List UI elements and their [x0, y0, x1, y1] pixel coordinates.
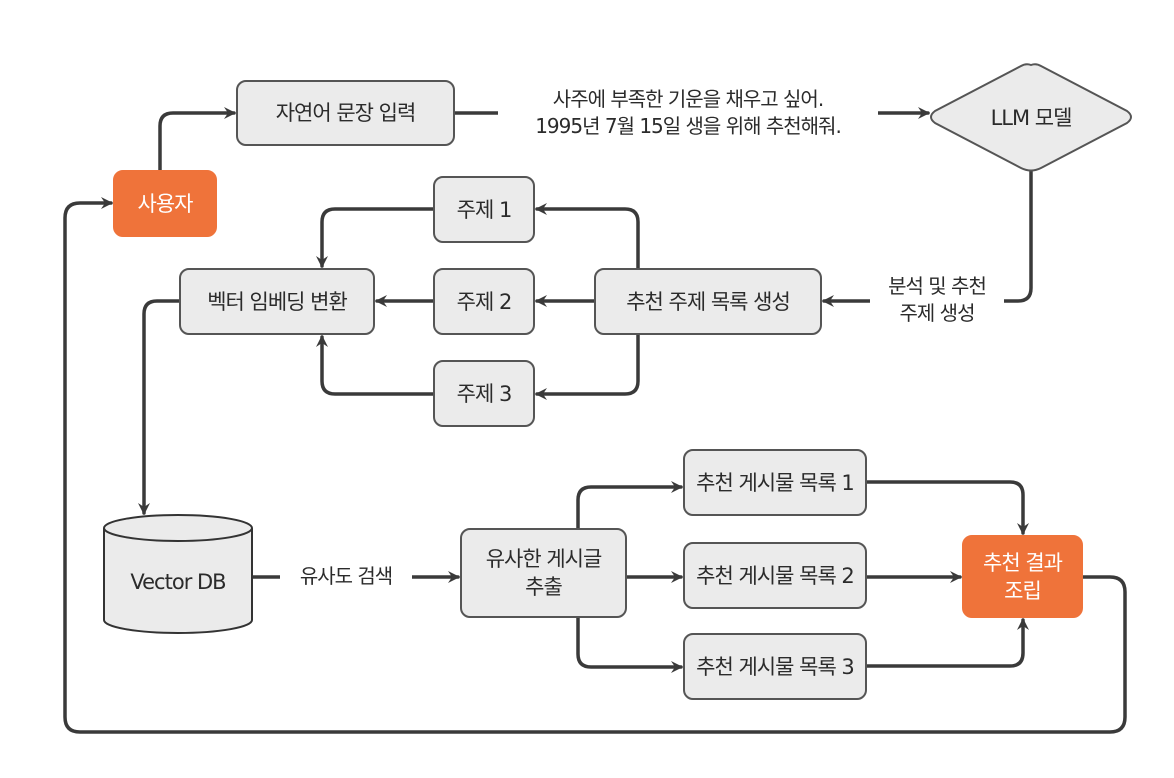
- extract-label-1: 유사한 게시글: [485, 547, 603, 571]
- similarity-edge-label: 유사도 검색: [280, 563, 412, 590]
- edge-user-to-input: [158, 107, 236, 172]
- edge-topic3-to-embed: [316, 335, 435, 396]
- topic-3-node: 주제 3: [433, 360, 535, 427]
- post-list-2-node: 추천 게시물 목록 2: [683, 542, 867, 609]
- vector-db-label: Vector DB: [130, 570, 226, 594]
- query-edge-label: 사주에 부족한 기운을 채우고 싶어. 1995년 7월 15일 생을 위해 추…: [498, 86, 878, 140]
- assemble-node: 추천 결과 조립: [962, 535, 1083, 618]
- user-label: 사용자: [137, 191, 194, 216]
- post-list-3-node: 추천 게시물 목록 3: [683, 633, 867, 700]
- analysis-edge-label: 분석 및 추천 주제 생성: [870, 273, 1004, 327]
- edge-list-to-topic1: [535, 203, 640, 270]
- topic-list-node: 추천 주제 목록 생성: [594, 268, 822, 335]
- assemble-label-2: 조립: [1004, 578, 1042, 603]
- topic-3-label: 주제 3: [456, 381, 513, 406]
- extract-node: 유사한 게시글 추출: [460, 528, 627, 618]
- query-line-1: 사주에 부족한 기운을 채우고 싶어.: [552, 87, 824, 111]
- vector-db-node: Vector DB: [104, 570, 252, 594]
- analysis-line-2: 주제 생성: [899, 301, 976, 325]
- topic-list-label: 추천 주제 목록 생성: [626, 289, 791, 314]
- topic-1-label: 주제 1: [456, 197, 513, 222]
- topic-2-label: 주제 2: [456, 289, 513, 314]
- topic-2-node: 주제 2: [433, 268, 535, 335]
- similarity-text: 유사도 검색: [299, 564, 393, 588]
- edge-list1-to-assemble: [865, 480, 1029, 535]
- embedding-node: 벡터 임베딩 변환: [179, 268, 375, 335]
- llm-diamond-shape: [930, 63, 1132, 172]
- assemble-label-1: 추천 결과: [983, 550, 1063, 575]
- edge-llm-down: [1002, 168, 1033, 303]
- nl-input-node: 자연어 문장 입력: [236, 80, 455, 146]
- edge-list-to-topic3: [535, 333, 640, 400]
- llm-label: LLM 모델: [990, 106, 1073, 130]
- post-list-1-label: 추천 게시물 목록 1: [696, 470, 855, 495]
- edge-list3-to-assemble: [865, 618, 1029, 668]
- edge-embed-to-db: [138, 299, 181, 515]
- topic-1-node: 주제 1: [433, 176, 535, 243]
- post-list-3-label: 추천 게시물 목록 3: [696, 654, 855, 679]
- embedding-label: 벡터 임베딩 변환: [207, 289, 348, 314]
- nl-input-label: 자연어 문장 입력: [275, 101, 417, 125]
- edge-assemble-loop: [63, 197, 1127, 734]
- user-node: 사용자: [113, 170, 217, 237]
- edge-extract-to-list1: [576, 481, 683, 530]
- post-list-1-node: 추천 게시물 목록 1: [683, 449, 867, 516]
- query-line-2: 1995년 7월 15일 생을 위해 추천해줘.: [535, 114, 842, 138]
- extract-label-2: 추출: [525, 575, 563, 599]
- analysis-line-1: 분석 및 추천: [888, 274, 987, 298]
- edge-extract-to-list3: [576, 616, 683, 673]
- edge-topic1-to-embed: [316, 207, 435, 268]
- post-list-2-label: 추천 게시물 목록 2: [696, 563, 855, 588]
- llm-node: LLM 모델: [960, 102, 1102, 132]
- vector-db-cylinder: [103, 514, 253, 634]
